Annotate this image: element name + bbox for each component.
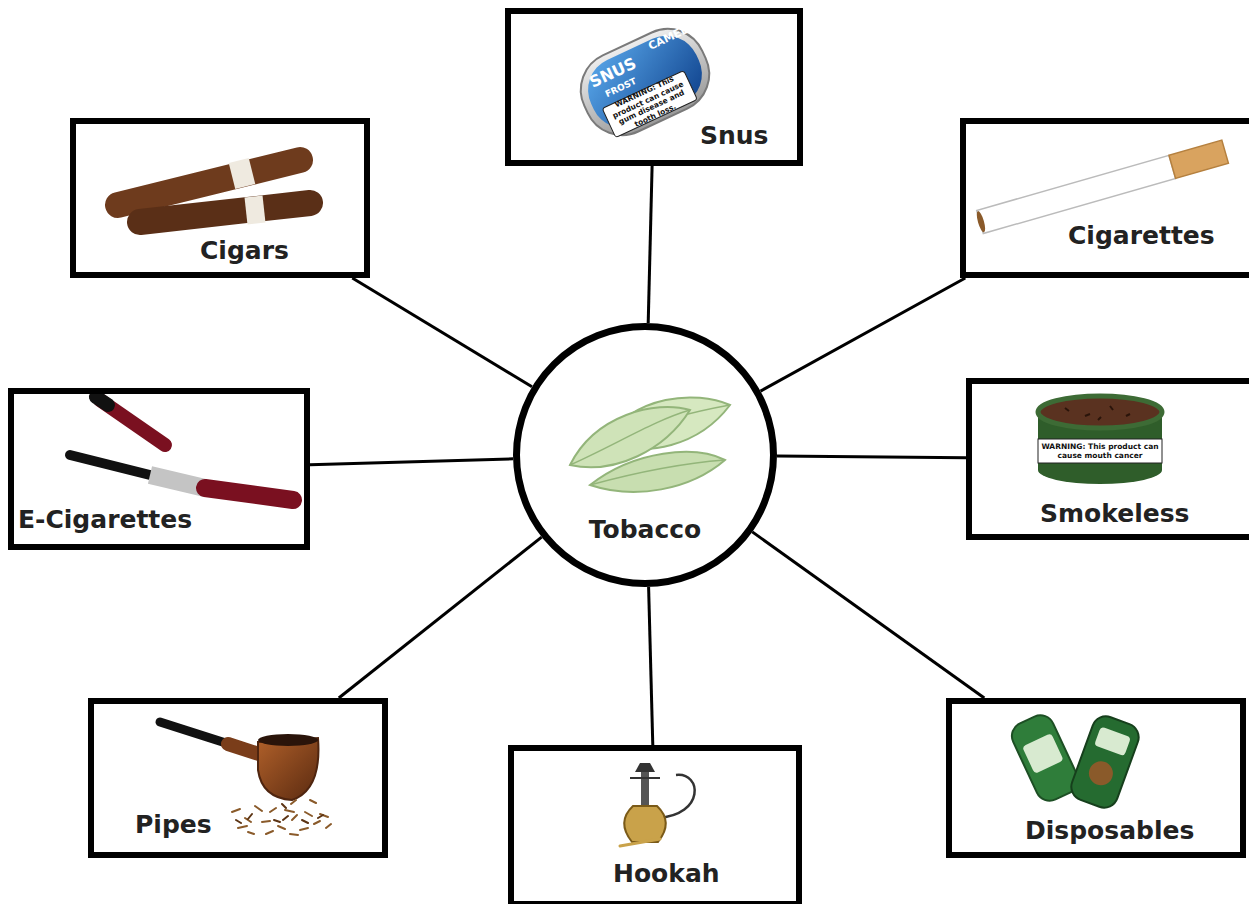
product-box: Cigarettes <box>960 118 1249 278</box>
hookah-picture <box>620 763 695 846</box>
disposable-tin <box>1067 712 1142 811</box>
node-label: Tobacco <box>589 515 702 545</box>
node-label: E-Cigarettes <box>18 505 192 535</box>
node-label: Cigars <box>200 236 289 266</box>
connector-line <box>777 456 966 458</box>
connector-line <box>649 587 653 745</box>
connector-line <box>648 166 652 323</box>
node-label: Smokeless <box>1040 499 1189 529</box>
connector-line <box>310 459 513 465</box>
node-label: Hookah <box>613 859 720 889</box>
warning-text: WARNING: This product can cause mouth ca… <box>1040 442 1160 460</box>
snus-tin <box>568 16 721 147</box>
cigars-picture <box>118 160 310 222</box>
product-box: E-Cigarettes <box>8 388 310 550</box>
node-label: Cigarettes <box>1068 221 1215 251</box>
e-cigarette-picture <box>70 397 293 500</box>
node-label: Snus <box>700 121 768 151</box>
tobacco-leaves <box>570 397 730 491</box>
product-box: Cigars <box>70 118 370 278</box>
connector-line <box>761 278 966 391</box>
product-box: Pipes <box>88 698 388 858</box>
cigarette-picture <box>975 140 1229 234</box>
connector-line <box>752 532 984 698</box>
connector-line <box>339 537 542 698</box>
smokeless-tin <box>1038 396 1162 484</box>
node-label: Disposables <box>1025 816 1194 846</box>
node-label: Pipes <box>135 810 212 840</box>
connector-line <box>352 278 532 387</box>
product-box: Hookah <box>508 745 802 904</box>
center-circle: Tobacco <box>513 323 777 587</box>
product-box: Disposables <box>946 698 1246 858</box>
